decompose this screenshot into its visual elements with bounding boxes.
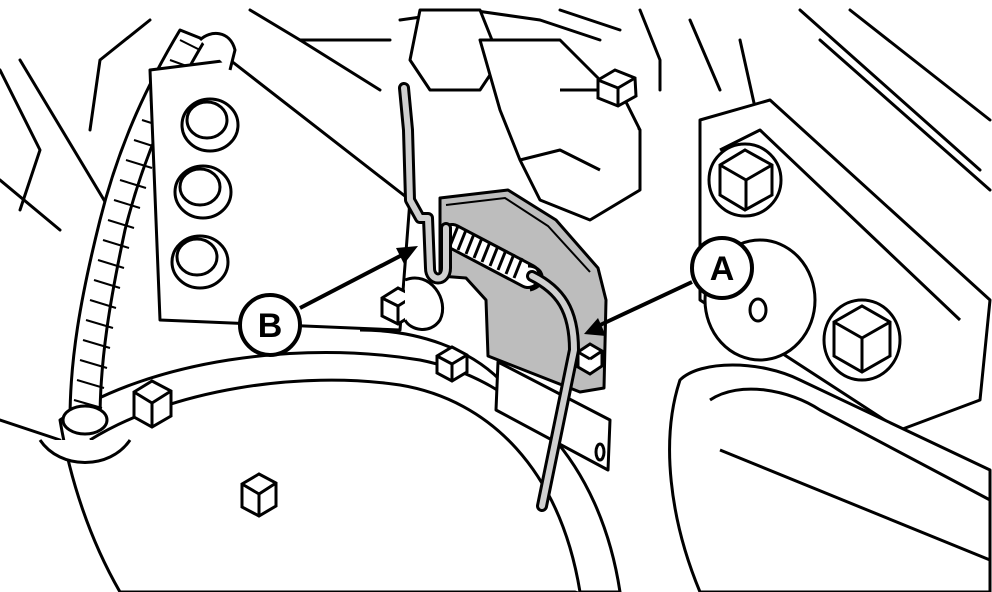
callout-b-circle: [238, 293, 302, 357]
right-lower-casting: [668, 363, 992, 592]
drum-bolt-2: [240, 472, 278, 518]
callout-b-arrowhead: [396, 246, 418, 264]
callout-b: B: [238, 246, 418, 357]
rod-b: [398, 82, 452, 285]
upper-housing: [408, 8, 642, 222]
hose-fitting: [38, 404, 132, 464]
slotted-plate: [494, 360, 612, 472]
small-nut-mid: [435, 345, 469, 383]
right-bolt-upper: [707, 142, 783, 218]
bracket-nut: [576, 342, 604, 376]
callout-a-leader: [597, 280, 693, 328]
drum-bolt-1: [132, 379, 173, 429]
callout-a-arrowhead: [584, 318, 606, 336]
callout-b-leader: [299, 252, 405, 310]
callout-a: A: [584, 236, 754, 336]
callout-a-circle: [690, 236, 754, 300]
rod-a: [526, 270, 580, 512]
right-bolt-lower: [822, 298, 902, 382]
top-hex-nut: [596, 68, 638, 108]
tension-spring: [439, 223, 544, 292]
background-frame-lines: [0, 8, 992, 442]
callout-a-label: A: [710, 250, 735, 288]
left-bolt-3: [170, 234, 230, 290]
small-nut-left: [380, 276, 445, 331]
left-bolt-2: [173, 164, 233, 220]
left-bolt-1: [180, 97, 240, 153]
lower-drum: [58, 328, 622, 592]
callout-b-label: B: [258, 307, 283, 345]
